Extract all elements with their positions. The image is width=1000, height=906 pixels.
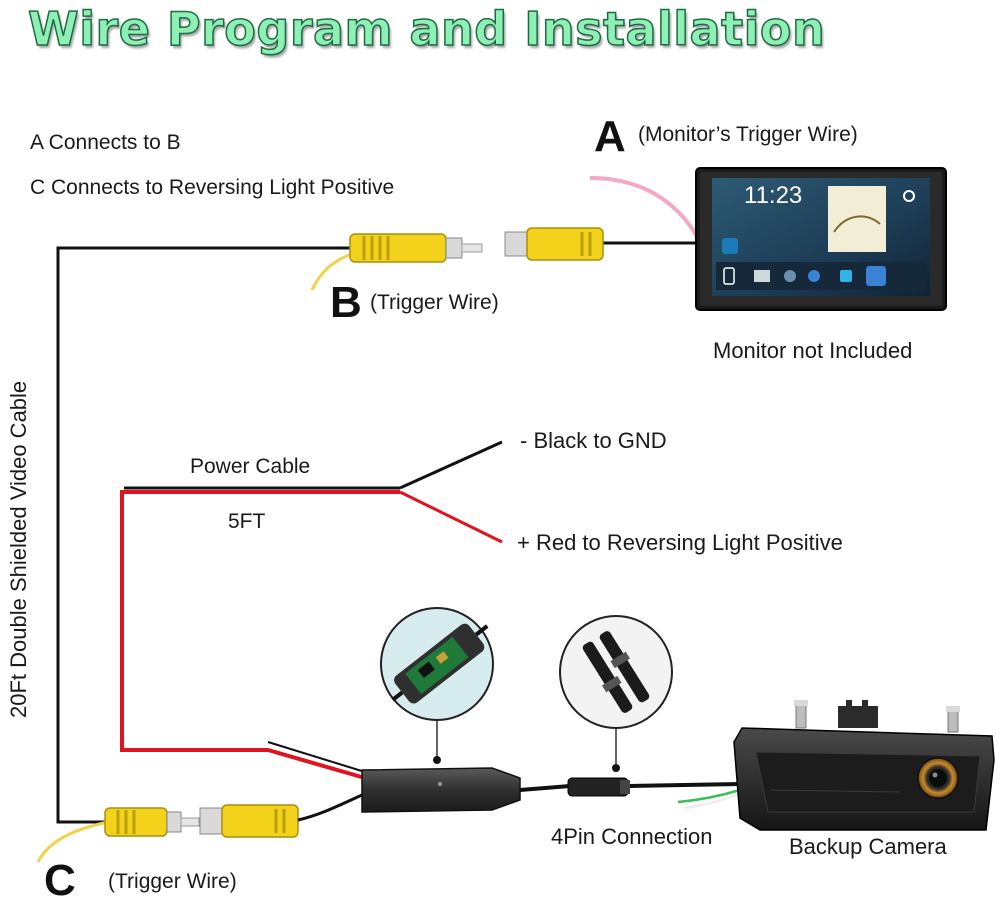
connector-to-camera-cable (629, 782, 741, 788)
monitor-not-included: Monitor not Included (713, 338, 913, 363)
box-to-connector-cable (519, 784, 571, 792)
label-a-text: (Monitor’s Trigger Wire) (638, 123, 858, 146)
control-box-inset (380, 607, 494, 721)
rca-female-camera (199, 804, 299, 838)
rca-female-monitor (504, 227, 604, 261)
monitor-clock: 11:23 (744, 182, 803, 209)
red-branch (399, 490, 503, 544)
label-b-letter: B (330, 278, 362, 327)
control-box (361, 767, 521, 813)
four-pin-connector (567, 777, 630, 797)
red-power-wire (120, 490, 400, 780)
label-b-text: (Trigger Wire) (370, 291, 499, 314)
label-c-text: (Trigger Wire) (108, 870, 237, 893)
instruction-c-to-positive: C Connects to Reversing Light Positive (30, 176, 395, 199)
label-a-letter: A (594, 112, 626, 161)
black-to-box (267, 741, 366, 773)
four-pin-label: 4Pin Connection (551, 824, 713, 849)
black-wire-label: - Black to GND (520, 428, 667, 453)
instruction-a-to-b: A Connects to B (30, 131, 181, 154)
trigger-wire-a (589, 176, 700, 240)
video-cable-label: 20Ft Double Shielded Video Cable (6, 380, 31, 718)
label-c-letter: C (44, 856, 76, 905)
rca-male-c (104, 807, 200, 837)
red-wire-label: + Red to Reversing Light Positive (517, 530, 843, 555)
power-cable-label: Power Cable (190, 455, 311, 478)
black-branch (399, 440, 503, 490)
power-cable-length: 5FT (228, 510, 266, 533)
page-title: Wire Program and Installation (27, 1, 826, 57)
rca-male-b (349, 233, 483, 263)
video-cable (56, 246, 354, 824)
four-pin-inset (559, 615, 673, 729)
camera-video-cable (297, 793, 363, 822)
head-unit-monitor (695, 167, 947, 311)
backup-camera-label: Backup Camera (789, 834, 947, 859)
trigger-wire-c (36, 820, 109, 863)
